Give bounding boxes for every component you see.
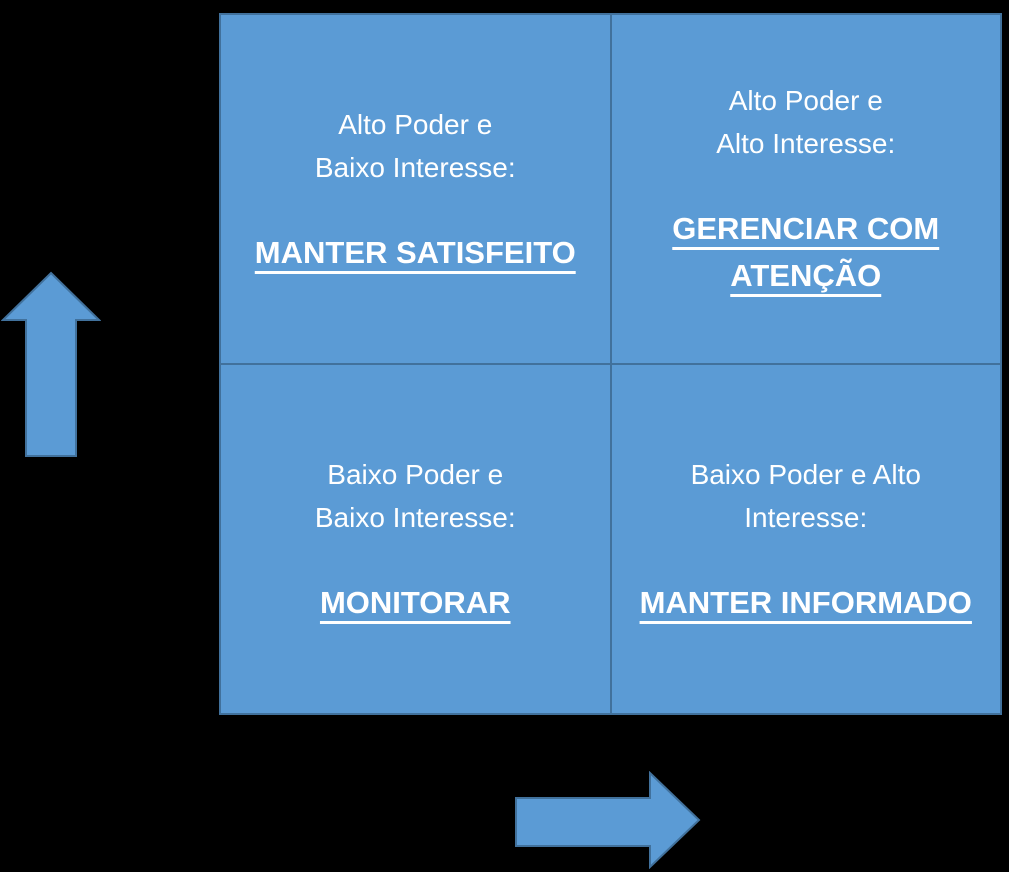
quadrant-label-line: Interesse: [744, 501, 868, 533]
quadrant-label: Alto Poder e Alto Interesse: [716, 79, 895, 165]
up-arrow-icon [1, 271, 101, 457]
quadrant-action-line: MONITORAR [319, 584, 511, 620]
quadrant-action: MONITORAR [320, 579, 511, 626]
power-interest-matrix: Alto Poder e Baixo Interesse: MANTER SAT… [219, 13, 1002, 715]
quadrant-manter-informado: Baixo Poder e Alto Interesse: MANTER INF… [611, 365, 1000, 713]
quadrant-gerenciar-com-atencao: Alto Poder e Alto Interesse: GERENCIAR C… [611, 15, 1000, 363]
quadrant-action-line: MANTER INFORMADO [639, 584, 972, 620]
quadrant-label-line: Baixo Poder e [327, 458, 504, 490]
quadrant-label-line: Alto Poder e [728, 85, 883, 116]
quadrant-label: Baixo Poder e Alto Interesse: [691, 453, 921, 539]
quadrant-action-line: MANTER SATISFEITO [254, 234, 576, 270]
quadrant-label-line: Alto Poder e [338, 108, 493, 140]
quadrant-label-line: Baixo Interesse: [314, 501, 516, 533]
quadrant-action: MANTER INFORMADO [640, 579, 972, 626]
quadrant-action: MANTER SATISFEITO [255, 229, 576, 276]
quadrant-action-line: ATENÇÃO [730, 258, 882, 293]
quadrant-label: Alto Poder e Baixo Interesse: [315, 103, 516, 189]
quadrant-action-line: GERENCIAR COM [672, 211, 940, 246]
quadrant-label-line: Baixo Poder e Alto [690, 458, 921, 490]
right-arrow-icon [515, 771, 701, 869]
quadrant-label-line: Alto Interesse: [716, 128, 896, 159]
quadrant-label: Baixo Poder e Baixo Interesse: [315, 453, 516, 539]
quadrant-monitorar: Baixo Poder e Baixo Interesse: MONITORAR [221, 365, 610, 713]
quadrant-manter-satisfeito: Alto Poder e Baixo Interesse: MANTER SAT… [221, 15, 610, 363]
quadrant-label-line: Baixo Interesse: [314, 151, 516, 183]
quadrant-action: GERENCIAR COM ATENÇÃO [672, 205, 939, 299]
